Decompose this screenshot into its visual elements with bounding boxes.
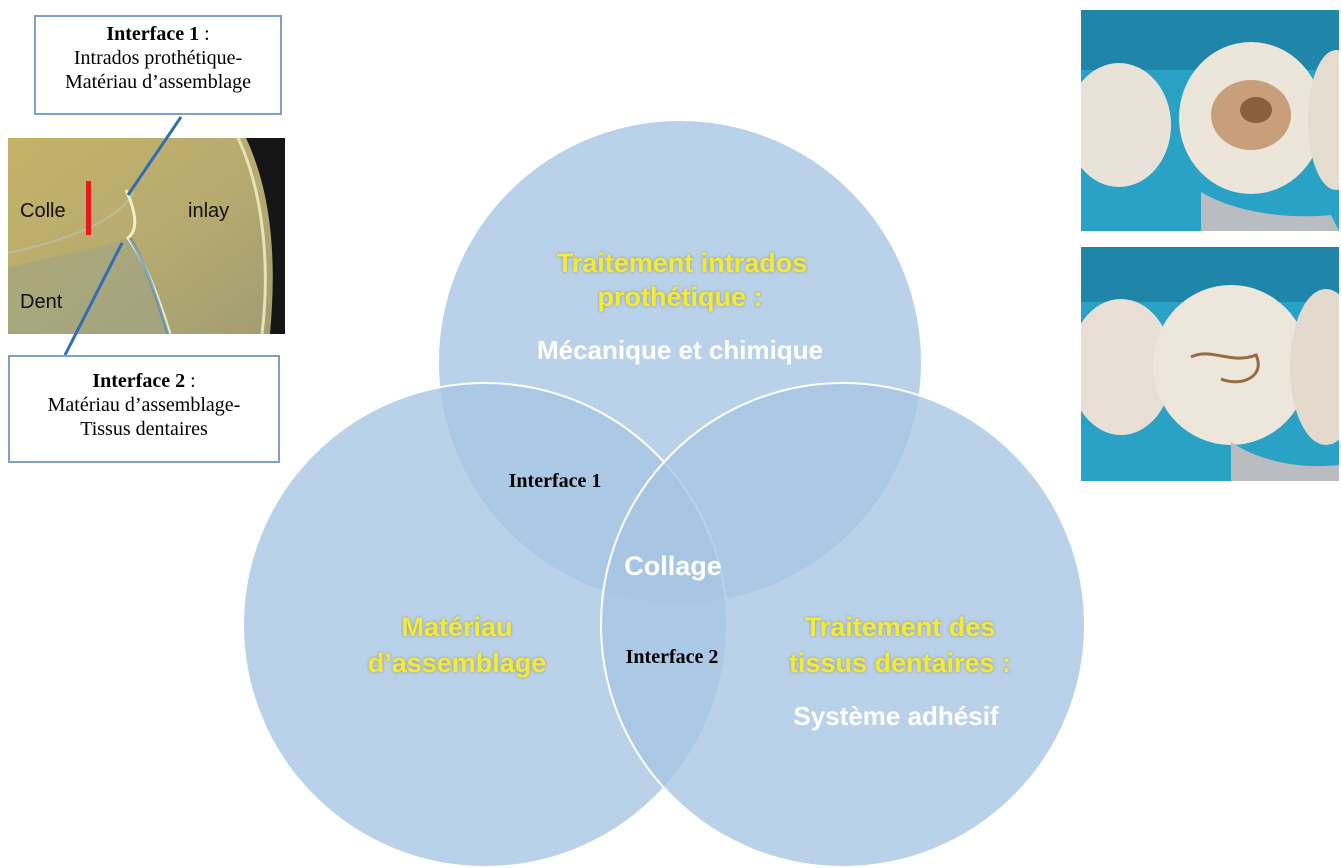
left-title-line1: Matériau [401,612,512,642]
label-colle: Colle [20,200,66,222]
top-title-line2: prothétique : [598,282,763,312]
callout1-sep: : [199,23,210,45]
circle-right [600,382,1086,868]
tooth-restored-photo [1081,247,1339,481]
callout1-line2: Intrados prothétique- [73,47,243,69]
top-subtitle: Mécanique et chimique [537,335,823,365]
right-subtitle: Système adhésif [793,701,999,731]
callout2-line2: Matériau d’assemblage- [47,394,241,416]
venn-interface1-label: Interface 1 [509,470,602,492]
tooth-cavity-photo [1081,10,1339,231]
callout-interface2: Interface 2 : Matériau d’assemblage- Tis… [8,355,280,463]
right-title-line1: Traitement des [805,612,996,642]
left-title-line2: d’assemblage [368,648,547,678]
callout2-sep: : [185,370,196,392]
label-dent: Dent [20,291,63,313]
right-title-line2: tissus dentaires : [789,648,1011,678]
red-marker [86,181,91,235]
callout1-title: Interface 1 [106,23,200,45]
callout-interface1: Interface 1 : Intrados prothétique- Maté… [34,15,282,115]
callout2-title: Interface 2 [92,370,186,392]
micrograph-image: Colle inlay Dent [8,138,285,334]
callout1-line3: Matériau d’assemblage [64,71,252,93]
top-title-line1: Traitement intrados [557,248,808,278]
venn-interface2-label: Interface 2 [626,646,719,668]
callout2-line3: Tissus dentaires [80,418,208,440]
center-label: Collage [624,551,722,581]
label-inlay: inlay [188,200,230,222]
